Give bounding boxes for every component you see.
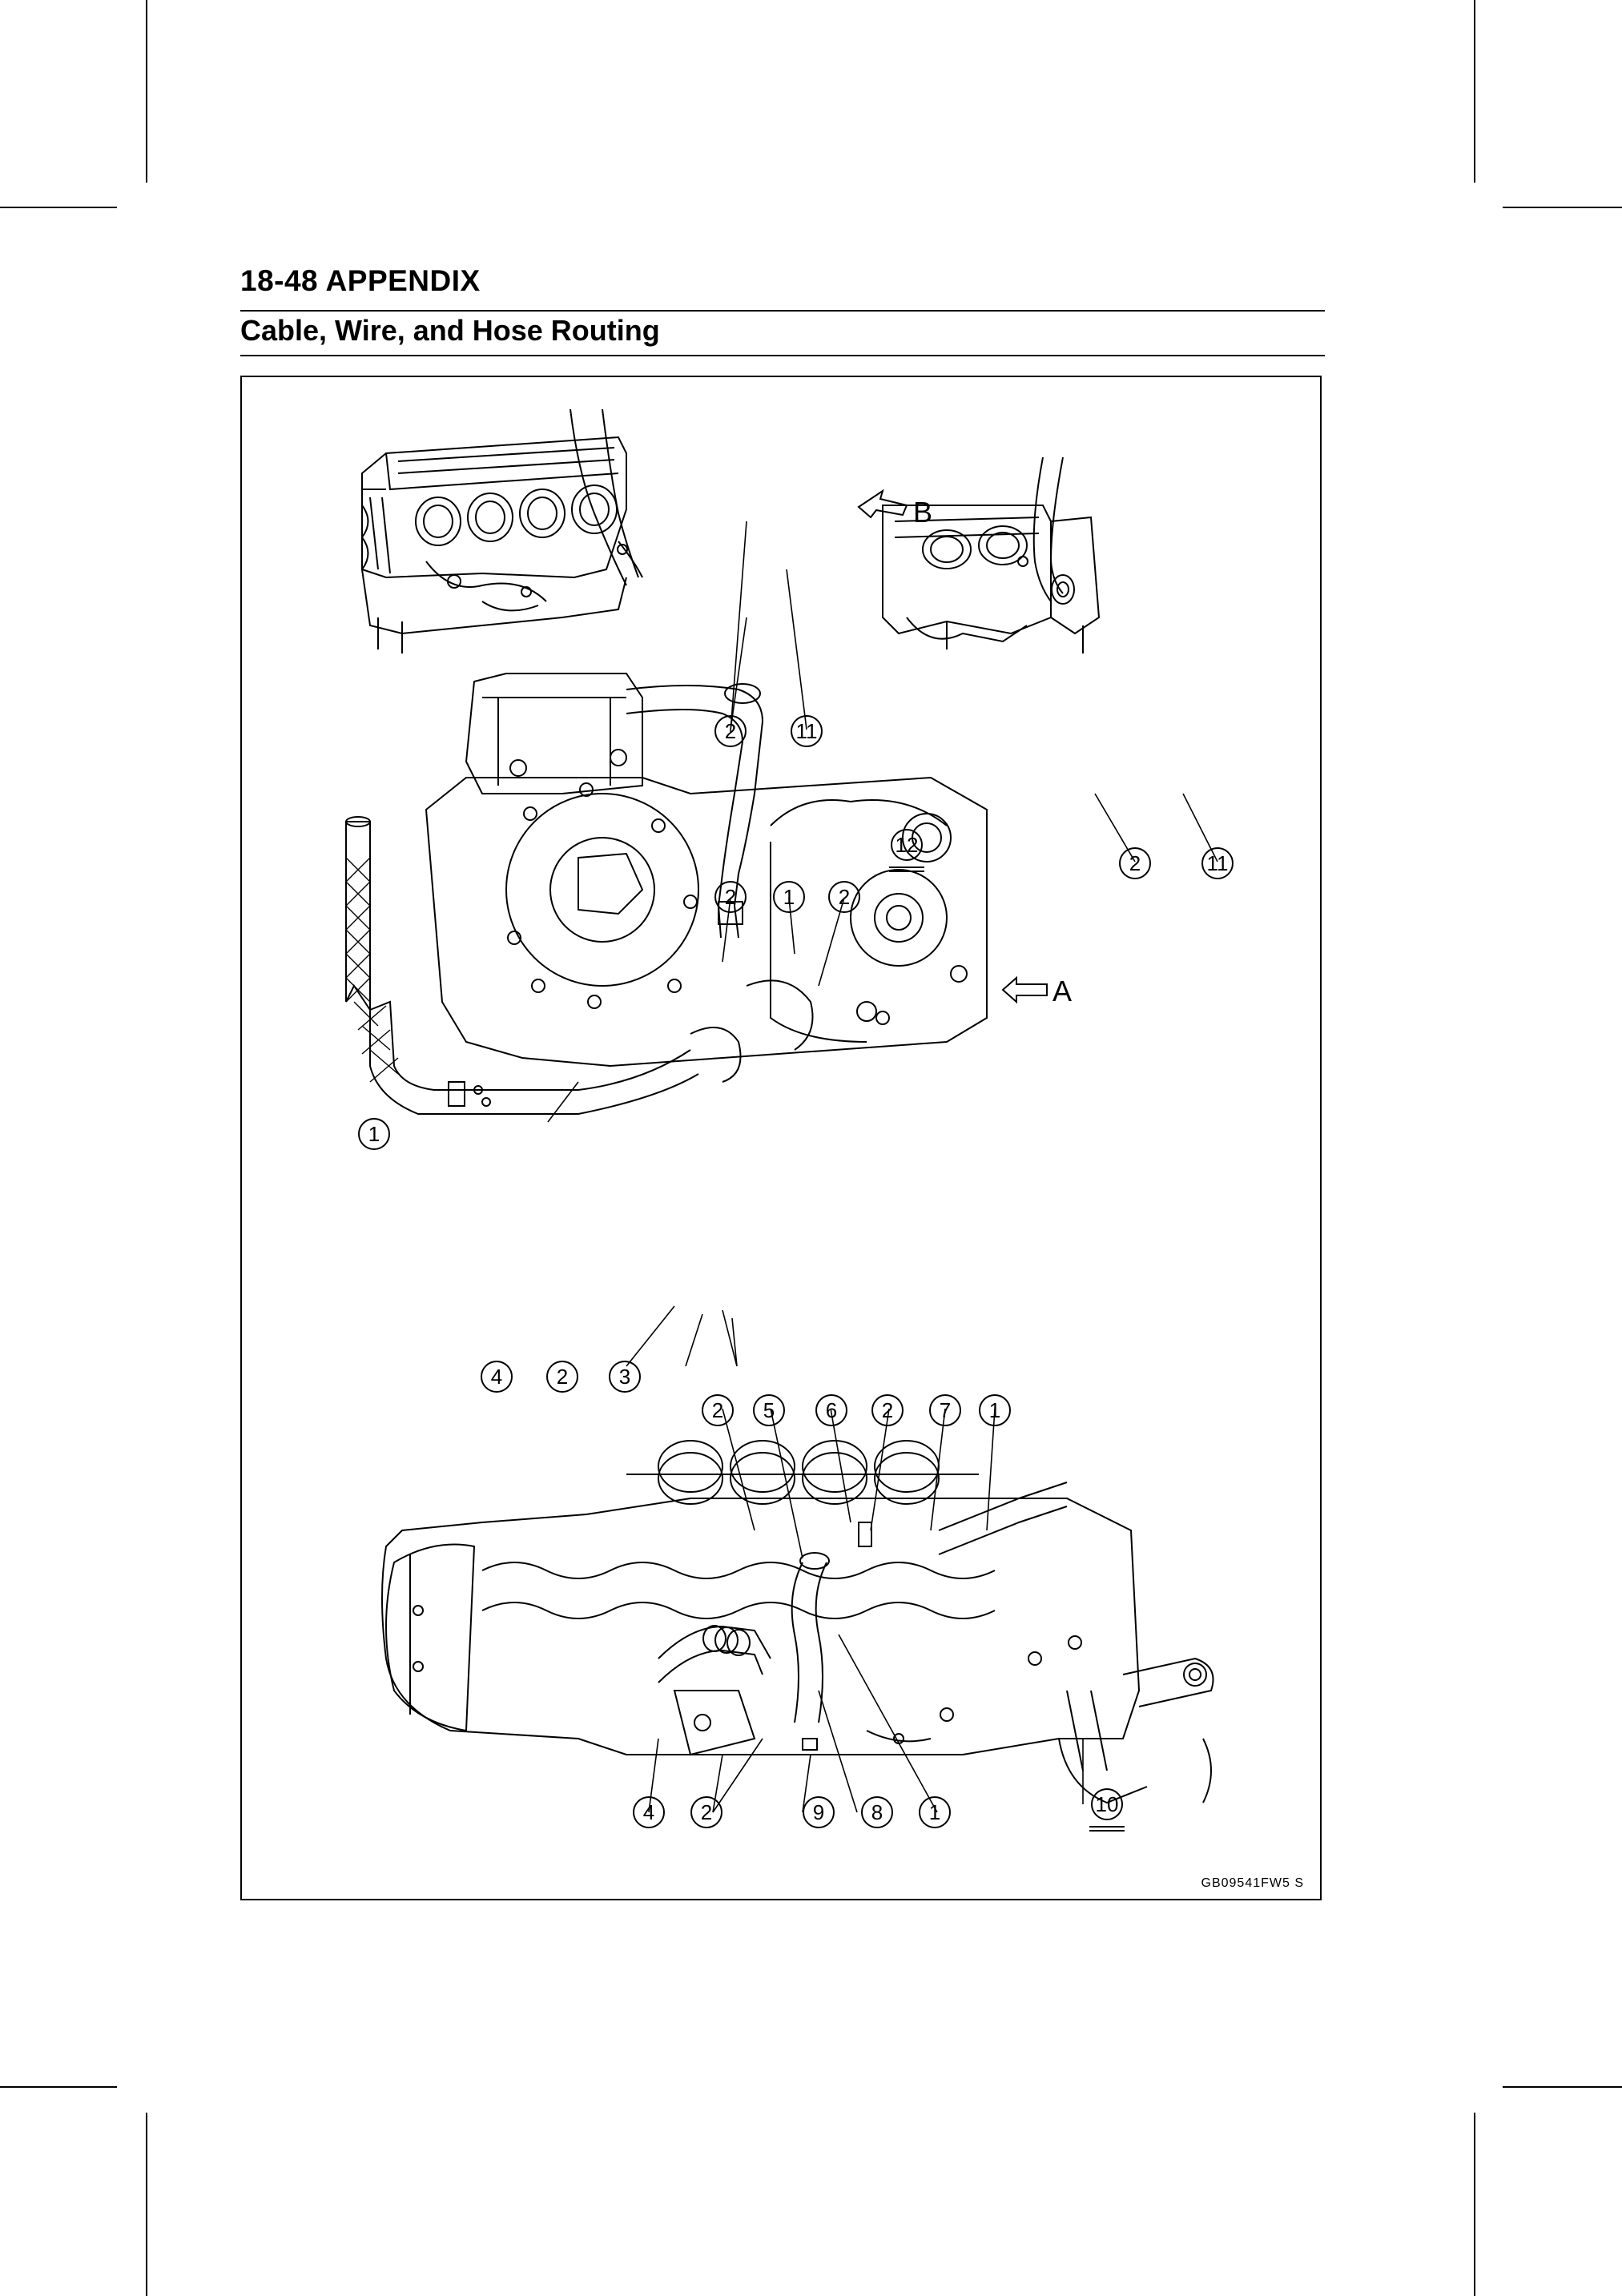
callout-number: 1 — [929, 1800, 940, 1824]
top-right-view — [882, 456, 1101, 653]
callout-circle — [609, 1361, 641, 1393]
crop-mark — [0, 207, 117, 208]
callout-circle — [803, 1796, 835, 1828]
callout-circle — [919, 1796, 951, 1828]
callout-number: 2 — [725, 885, 736, 909]
callout-circle — [358, 1118, 390, 1150]
leader-lines — [547, 569, 1218, 1813]
callout-circle — [702, 1394, 734, 1426]
middle-view — [345, 673, 988, 1115]
callout-circle — [1091, 1788, 1123, 1820]
callout-circle — [929, 1394, 961, 1426]
crop-mark — [146, 0, 147, 183]
figure-frame: B A 2 11 12 2 11 2 1 2 — [240, 376, 1322, 1900]
callout-circle — [714, 881, 747, 913]
callout-number: 1 — [783, 885, 795, 909]
callout-number: 2 — [839, 885, 850, 909]
bottom-view — [381, 1440, 1214, 1804]
callout-number: 12 — [896, 833, 919, 857]
crop-mark — [1474, 2113, 1475, 2296]
callout-number: 4 — [643, 1800, 654, 1824]
callout-circle — [861, 1796, 893, 1828]
callout-number: 2 — [882, 1398, 893, 1422]
crop-mark — [1503, 207, 1622, 208]
callout-number: 2 — [712, 1398, 723, 1422]
callout-circle — [815, 1394, 847, 1426]
callout-circle — [753, 1394, 785, 1426]
section-title: Cable, Wire, and Hose Routing — [240, 314, 660, 347]
callout-number: 5 — [763, 1398, 775, 1422]
callout-number: 7 — [940, 1398, 951, 1422]
header-rule — [240, 355, 1325, 356]
view-arrow-a-label: A — [1052, 975, 1072, 1007]
callout-number: 1 — [989, 1398, 1000, 1422]
callout-number: 2 — [701, 1800, 712, 1824]
callout-number: 4 — [491, 1365, 502, 1389]
callout-circle — [871, 1394, 904, 1426]
callout-group: 2 11 12 2 11 2 1 2 1 4 2 — [358, 715, 1234, 1832]
callout-circle — [633, 1796, 665, 1828]
callout-number: 3 — [619, 1365, 630, 1389]
callout-circle — [891, 829, 923, 861]
callout-circle — [773, 881, 805, 913]
callout-number: 10 — [1096, 1792, 1119, 1816]
header-rule — [240, 310, 1325, 312]
callout-number: 1 — [368, 1122, 380, 1146]
engine-routing-illustration: B A 2 11 12 2 11 2 1 2 — [345, 408, 1234, 1832]
callout-number: 2 — [557, 1365, 568, 1389]
callout-circle — [690, 1796, 722, 1828]
view-arrow-b — [857, 489, 908, 519]
callout-circle — [791, 715, 823, 747]
callout-circle — [546, 1361, 578, 1393]
page-title: 18-48 APPENDIX — [240, 264, 481, 297]
callout-number: 11 — [796, 719, 818, 743]
crop-mark — [1474, 0, 1475, 183]
callout-number: 8 — [871, 1800, 883, 1824]
callout-circle — [714, 715, 747, 747]
view-arrow-a — [1001, 975, 1048, 1004]
callout-circle — [481, 1361, 513, 1393]
callout-circle — [1119, 847, 1151, 879]
callout-number: 9 — [813, 1800, 824, 1824]
callout-circle — [828, 881, 860, 913]
callout-number: 6 — [826, 1398, 837, 1422]
leader-lines — [730, 521, 747, 733]
callout-number: 2 — [725, 719, 736, 743]
top-left-view — [361, 408, 643, 653]
callout-number: 11 — [1207, 851, 1229, 875]
callout-circle — [1201, 847, 1234, 879]
view-arrow-b-label: B — [913, 496, 932, 529]
crop-mark — [146, 2113, 147, 2296]
crop-mark — [0, 2086, 117, 2088]
callout-circle — [979, 1394, 1011, 1426]
crop-mark — [1503, 2086, 1622, 2088]
callout-number: 2 — [1129, 851, 1141, 875]
figure-code: GB09541FW5 S — [1201, 1876, 1304, 1890]
